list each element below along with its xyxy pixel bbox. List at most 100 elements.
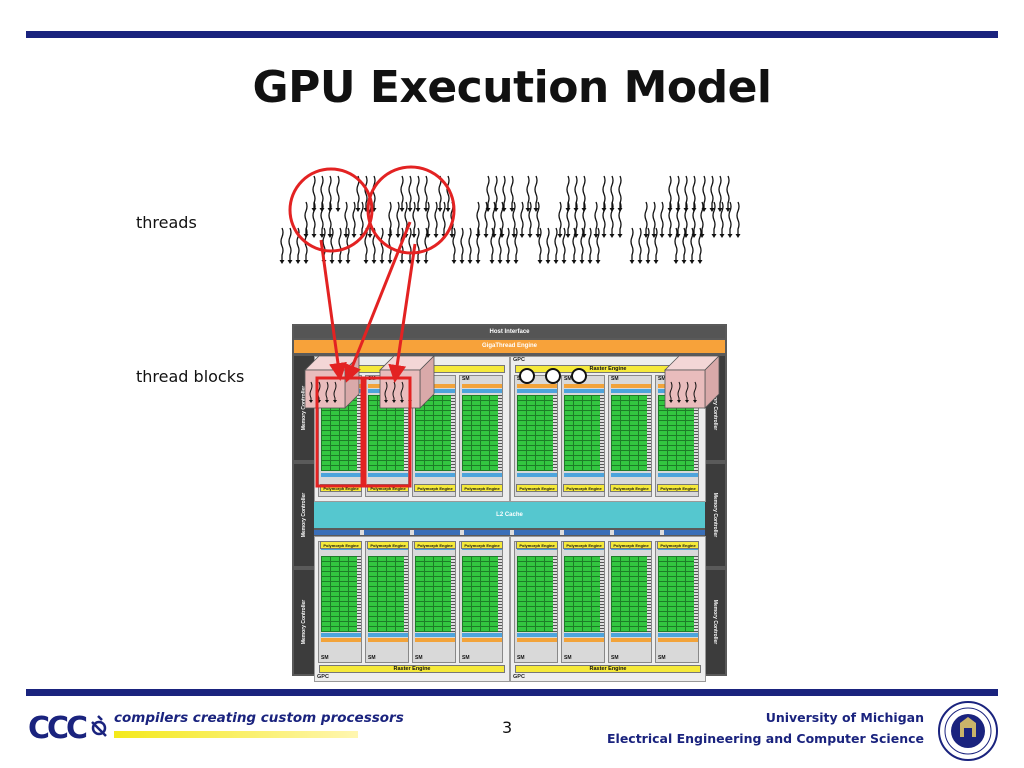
thread-arrow-icon: [404, 201, 408, 236]
thread-arrow-icon: [452, 227, 456, 262]
thread-arrow-icon-head: [337, 260, 343, 264]
polymorph-engine: Polymorph Engine: [461, 541, 503, 549]
thread-arrow-icon: [502, 175, 506, 210]
thread-arrow-icon-head: [711, 234, 717, 238]
page-number: 3: [502, 718, 513, 737]
thread-arrow-icon: [602, 201, 606, 236]
thread-arrow-icon-head: [557, 234, 563, 238]
polymorph-engine: Polymorph Engine: [414, 541, 456, 549]
thread-arrow-icon: [712, 201, 716, 236]
thread-arrow-icon-head: [379, 260, 385, 264]
sm-cache-strip: [611, 473, 651, 477]
sm-label: SM: [611, 655, 619, 661]
thread-arrow-icon-head: [525, 208, 531, 212]
sm-label: SM: [415, 376, 423, 382]
sm-register-strip: [321, 389, 361, 393]
sm-label: SM: [368, 376, 376, 382]
thread-arrow-icon-head: [629, 260, 635, 264]
thread-arrow-icon: [538, 227, 542, 262]
memory-controller-left-bottom: Memory Controller: [294, 570, 314, 674]
thread-arrow-icon-head: [451, 260, 457, 264]
sm-label: SM: [368, 655, 376, 661]
thread-arrow-icon: [718, 175, 722, 210]
thread-arrow-icon-head: [423, 260, 429, 264]
load-store-units: [600, 395, 604, 471]
thread-arrow-icon-head: [527, 234, 533, 238]
load-store-units: [451, 556, 455, 632]
sm-cache-strip: [368, 384, 408, 388]
thread-arrow-icon: [468, 227, 472, 262]
load-store-units: [647, 395, 651, 471]
thread-arrow-icon-head: [351, 234, 357, 238]
thread-arrow-icon: [566, 175, 570, 210]
thread-arrow-icon-head: [553, 260, 559, 264]
top-rule: [26, 31, 998, 38]
polymorph-engine: Polymorph Engine: [563, 484, 605, 492]
cuda-cores-grid: [658, 556, 694, 632]
thread-arrow-icon: [702, 175, 706, 210]
polymorph-engine: Polymorph Engine: [461, 484, 503, 492]
thread-arrow-icon: [514, 227, 518, 262]
thread-arrow-icon-head: [651, 234, 657, 238]
thread-arrow-icon: [594, 201, 598, 236]
cuda-cores-grid: [658, 395, 694, 471]
thread-arrow-icon-head: [467, 260, 473, 264]
thread-arrow-icon-head: [643, 234, 649, 238]
thread-arrow-icon: [336, 175, 340, 210]
thread-arrow-icon-head: [579, 260, 585, 264]
memory-controller-left-top: Memory Controller: [294, 356, 314, 460]
raster-engine: Raster Engine: [319, 665, 505, 673]
polymorph-engine: Polymorph Engine: [414, 484, 456, 492]
thread-arrow-icon: [676, 175, 680, 210]
sm-cache-strip: [517, 384, 557, 388]
sm-register-strip: [462, 633, 502, 637]
thread-arrow-icon: [434, 201, 438, 236]
thread-arrow-icon-head: [355, 208, 361, 212]
thread-arrow-icon: [424, 175, 428, 210]
memory-controller-label: Memory Controller: [301, 599, 307, 645]
thread-arrow-icon: [372, 227, 376, 262]
sm-cache-strip: [658, 638, 698, 642]
memory-controller-right-bottom: Memory Controller: [705, 570, 725, 674]
sm-cache-strip: [462, 384, 502, 388]
polymorph-engine: Polymorph Engine: [320, 484, 362, 492]
l2-cache: L2 Cache: [314, 502, 705, 528]
thread-arrow-icon: [506, 227, 510, 262]
thread-arrow-icon: [528, 201, 532, 236]
sm-cache-strip: [462, 473, 502, 477]
sm-cache-strip: [564, 384, 604, 388]
thread-arrow-icon: [408, 175, 412, 210]
thread-arrow-icon-head: [511, 234, 517, 238]
thread-arrow-icon: [438, 175, 442, 210]
thread-arrow-icon: [476, 201, 480, 236]
thread-arrow-icon-head: [345, 260, 351, 264]
thread-arrow-icon-head: [279, 260, 285, 264]
sm-label: SM: [517, 376, 525, 382]
thread-arrow-icon-head: [497, 260, 503, 264]
thread-arrow-icon: [492, 201, 496, 236]
thread-arrow-icon-head: [395, 234, 401, 238]
sm-register-strip: [415, 633, 455, 637]
memory-controller-label: Memory Controller: [712, 599, 718, 645]
l2-cache-bottom-line: [314, 530, 705, 535]
thread-arrow-icon: [700, 201, 704, 236]
thread-arrow-icon-head: [437, 208, 443, 212]
memory-controller-right-top: Memory Controller: [705, 356, 725, 460]
thread-arrow-icon: [574, 201, 578, 236]
thread-arrow-icon-head: [519, 234, 525, 238]
thread-arrow-icon: [674, 227, 678, 262]
thread-arrow-icon: [512, 201, 516, 236]
sm-label: SM: [564, 655, 572, 661]
sm-register-strip: [611, 633, 651, 637]
polymorph-engine: Polymorph Engine: [367, 484, 409, 492]
load-store-units: [357, 556, 361, 632]
thread-arrow-icon-head: [537, 260, 543, 264]
cuda-cores-grid: [415, 395, 451, 471]
raster-engine: Raster Engine: [515, 365, 701, 373]
thread-arrow-icon-head: [363, 260, 369, 264]
thread-arrow-icon: [364, 227, 368, 262]
